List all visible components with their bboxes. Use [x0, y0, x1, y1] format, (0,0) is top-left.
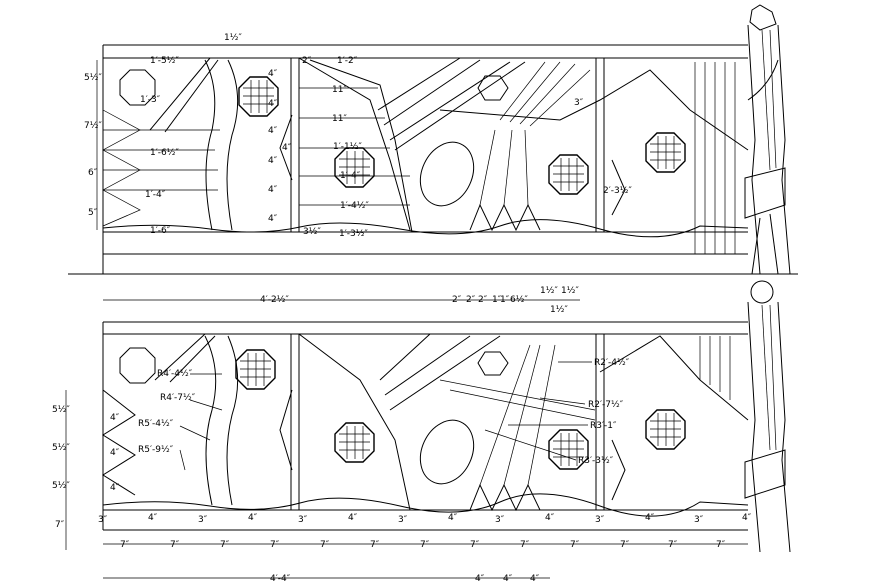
dim-label: 1′-3½″: [339, 229, 368, 239]
dim-label: 1′-6″: [150, 226, 171, 236]
dim-label: 4″: [503, 574, 513, 584]
dim-label: 1′-5½″: [150, 56, 179, 66]
dim-label: 4″: [268, 126, 278, 136]
dim-label: 3″: [694, 515, 704, 525]
dim-label: 3″: [495, 515, 505, 525]
dim-label: 4′-4″: [270, 574, 291, 584]
dim-label: 4″: [110, 448, 120, 458]
spacing-label: 7″: [520, 540, 530, 550]
dim-label: 4″: [268, 99, 278, 109]
dim-label: 4″: [268, 214, 278, 224]
spacing-label: 7″: [370, 540, 380, 550]
bottom-elevation: R4′-4½″ R4′-7½″ R5′-4½″ R5′-9½″ R2′-4½″ …: [52, 280, 791, 584]
spacing-label: 7″: [716, 540, 726, 550]
spacing-label: 7″: [570, 540, 580, 550]
grid-window-icon: [334, 147, 375, 188]
dim-label: 4″: [248, 513, 258, 523]
dim-label: 1′-1½″: [333, 142, 362, 152]
dim-label: 7½″: [84, 121, 102, 131]
grid-window-icon: [235, 349, 276, 390]
dim-label: 3″: [398, 515, 408, 525]
grid-window-icon: [645, 409, 686, 450]
dim-label: 4″: [110, 413, 120, 423]
grid-window-icon: [645, 132, 686, 173]
dim-label: 4″: [268, 69, 278, 79]
radius-label: R4′-4½″: [157, 369, 193, 379]
spacing-label: 7″: [668, 540, 678, 550]
dim-label: 1′-2″: [337, 56, 358, 66]
dim-label: 3″: [98, 515, 108, 525]
dim-label: 6½″: [510, 295, 528, 305]
spacing-label: 7″: [120, 540, 130, 550]
dim-label: 1½″: [550, 305, 568, 315]
dim-label: 1′-6½″: [150, 148, 179, 158]
dim-label: 1′-3″: [140, 95, 161, 105]
dim-label: 1½″: [540, 286, 558, 296]
dim-label: 6″: [88, 168, 98, 178]
grid-window-icon: [548, 154, 589, 195]
dim-label: 4″: [268, 185, 278, 195]
radius-label: R3′-3½″: [578, 456, 614, 466]
dim-label: 3″: [298, 515, 308, 525]
spacing-label: 7″: [220, 540, 230, 550]
dim-label: 1′-4″: [145, 190, 166, 200]
dim-label: 1′-4½″: [340, 201, 369, 211]
dim-label: 2″: [452, 295, 462, 305]
dim-label: 4′-2½″: [260, 295, 289, 305]
dim-label: 2″: [478, 295, 488, 305]
dim-label: 1½″: [561, 286, 579, 296]
dim-label: 5½″: [84, 73, 102, 83]
dim-label: 4″: [110, 483, 120, 493]
dim-label: 4″: [348, 513, 358, 523]
dim-label: 3½″: [303, 227, 321, 237]
spacing-label: 7″: [270, 540, 280, 550]
grid-window-icon: [334, 422, 375, 463]
dim-label: 1′-4″: [340, 171, 361, 181]
radius-label: R3′-1″: [590, 421, 617, 431]
dim-label: 5½″: [52, 443, 70, 453]
dim-label: 3″: [595, 515, 605, 525]
dim-label: 4″: [148, 513, 158, 523]
top-elevation: 1½″ 1′-5½″ 1′-3″ 1′-6½″ 1′-4″ 1′-6″ 2″ 1…: [68, 4, 798, 315]
radius-label: R2′-7½″: [588, 400, 624, 410]
dim-label: 11″: [332, 114, 347, 124]
dim-label: 4″: [282, 143, 292, 153]
dim-label: 3″: [198, 515, 208, 525]
dim-label: 2″: [302, 56, 312, 66]
spacing-label: 7″: [320, 540, 330, 550]
dim-label: 4″: [530, 574, 540, 584]
dim-label: 1″: [500, 295, 510, 305]
dim-label: 5″: [88, 208, 98, 218]
dim-label: 4″: [268, 156, 278, 166]
dim-label: 4″: [475, 574, 485, 584]
radius-label: R4′-7½″: [160, 393, 196, 403]
dim-label: 5½″: [52, 481, 70, 491]
dim-label: 4″: [645, 513, 655, 523]
spacing-label: 7″: [170, 540, 180, 550]
dim-label: 1½″: [224, 33, 242, 43]
grid-window-icon: [238, 76, 279, 117]
dim-label: 4″: [742, 513, 752, 523]
spacing-label: 7″: [420, 540, 430, 550]
radius-label: R5′-9½″: [138, 445, 174, 455]
dim-label: 2″: [466, 295, 476, 305]
grid-window-icon: [548, 429, 589, 470]
spacing-label: 7″: [470, 540, 480, 550]
dim-label: 2′-3½″: [603, 186, 632, 196]
dim-label: 4″: [545, 513, 555, 523]
dim-label: 3″: [574, 98, 584, 108]
dim-label: 1″: [492, 295, 502, 305]
dim-label: 7″: [55, 520, 65, 530]
radius-label: R5′-4½″: [138, 419, 174, 429]
spacing-label: 7″: [620, 540, 630, 550]
dim-label: 5½″: [52, 405, 70, 415]
dim-label: 11″: [332, 85, 347, 95]
radius-label: R2′-4½″: [594, 358, 630, 368]
dim-label: 4″: [448, 513, 458, 523]
